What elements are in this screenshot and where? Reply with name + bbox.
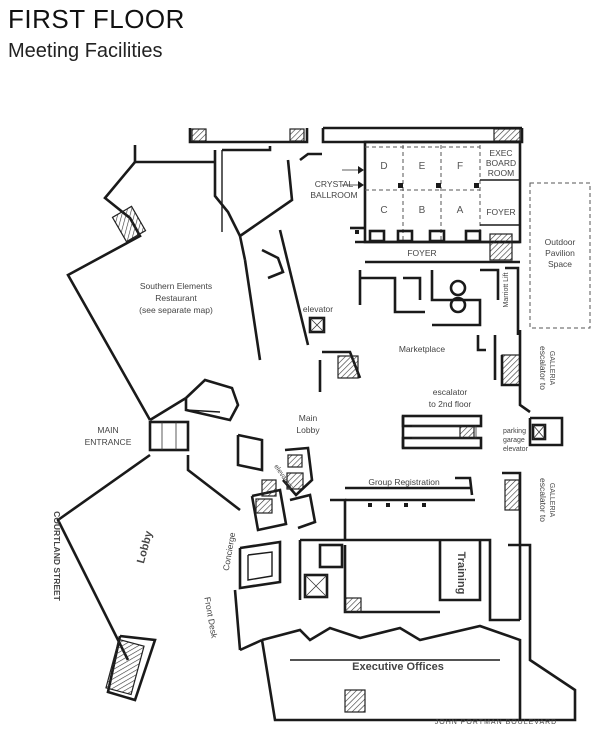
exec-board-room-label-2: BOARD (486, 158, 516, 168)
section-f-label: F (457, 161, 463, 172)
section-d-label: D (380, 161, 387, 172)
page-subtitle: Meeting Facilities (8, 40, 163, 62)
lobby-label: Lobby (135, 529, 155, 565)
exec-board-room-label-3: ROOM (488, 168, 514, 178)
section-e-label: E (419, 161, 426, 172)
crystal-ballroom-label-2: BALLROOM (310, 190, 357, 200)
section-b-label: B (419, 205, 426, 216)
marketplace-label: Marketplace (399, 344, 446, 354)
crystal-ballroom-label-1: CRYSTAL (315, 179, 354, 189)
executive-offices-label: Executive Offices (352, 661, 444, 673)
exec-board-room-label-1: EXEC (489, 148, 512, 158)
outdoor-pavilion-label-1: Outdoor (545, 237, 576, 247)
outdoor-pavilion-label-2: Pavilion (545, 248, 575, 258)
escalator-galleria-top-label-1: escalator to (538, 346, 548, 390)
escalator-2nd-floor (401, 414, 564, 450)
escalator-2nd-floor-label-1: escalator (433, 387, 468, 397)
escalator-galleria-bottom-label-1: escalator to (538, 478, 548, 522)
crystal-ballroom (342, 140, 522, 264)
courtland-street-label: COURTLAND STREET (52, 511, 62, 602)
center-walls (308, 266, 531, 414)
page-title: FIRST FLOOR (8, 4, 185, 34)
escalator-galleria-bottom-label-2: GALLERIA (548, 483, 555, 518)
restaurant-label-2: Restaurant (155, 293, 197, 303)
escalator-galleria-top-label-2: GALLERIA (548, 351, 555, 386)
front-desk-label: Front Desk (202, 596, 219, 639)
main-lobby-label-2: Lobby (296, 425, 320, 435)
top-walls (188, 126, 524, 144)
section-c-label: C (380, 205, 387, 216)
parking-garage-elevator-label-3: elevator (503, 446, 529, 453)
foyer-right-label: FOYER (486, 207, 515, 217)
main-entrance-label-1: MAIN (97, 425, 118, 435)
main-lobby-label-1: Main (299, 413, 318, 423)
group-registration-label: Group Registration (368, 477, 440, 487)
section-a-label: A (457, 205, 464, 216)
restaurant-walls (66, 145, 322, 422)
main-entrance-label-2: ENTRANCE (85, 437, 132, 447)
parking-garage-elevator-label-1: parking (503, 428, 526, 435)
parking-garage-elevator-label-2: garage (503, 437, 525, 444)
outdoor-pavilion-label-3: Space (548, 259, 572, 269)
restaurant-label-1: Southern Elements (140, 281, 212, 291)
foyer-bottom-label: FOYER (407, 248, 436, 258)
restaurant-label-3: (see separate map) (139, 305, 213, 315)
escalator-2nd-floor-label-2: to 2nd floor (429, 399, 472, 409)
training-label: Training (455, 552, 467, 595)
concierge-label: Concierge (221, 531, 238, 571)
outdoor-pavilion-boundary (529, 182, 591, 329)
john-portman-boulevard-label: JOHN PORTMAN BOULEVARD (435, 719, 557, 726)
lower-right-walls (260, 471, 577, 722)
elevator-label: elevator (303, 304, 333, 314)
marriott-lift-label: Marriott Lift (503, 272, 510, 307)
entrance-walls (56, 378, 317, 702)
